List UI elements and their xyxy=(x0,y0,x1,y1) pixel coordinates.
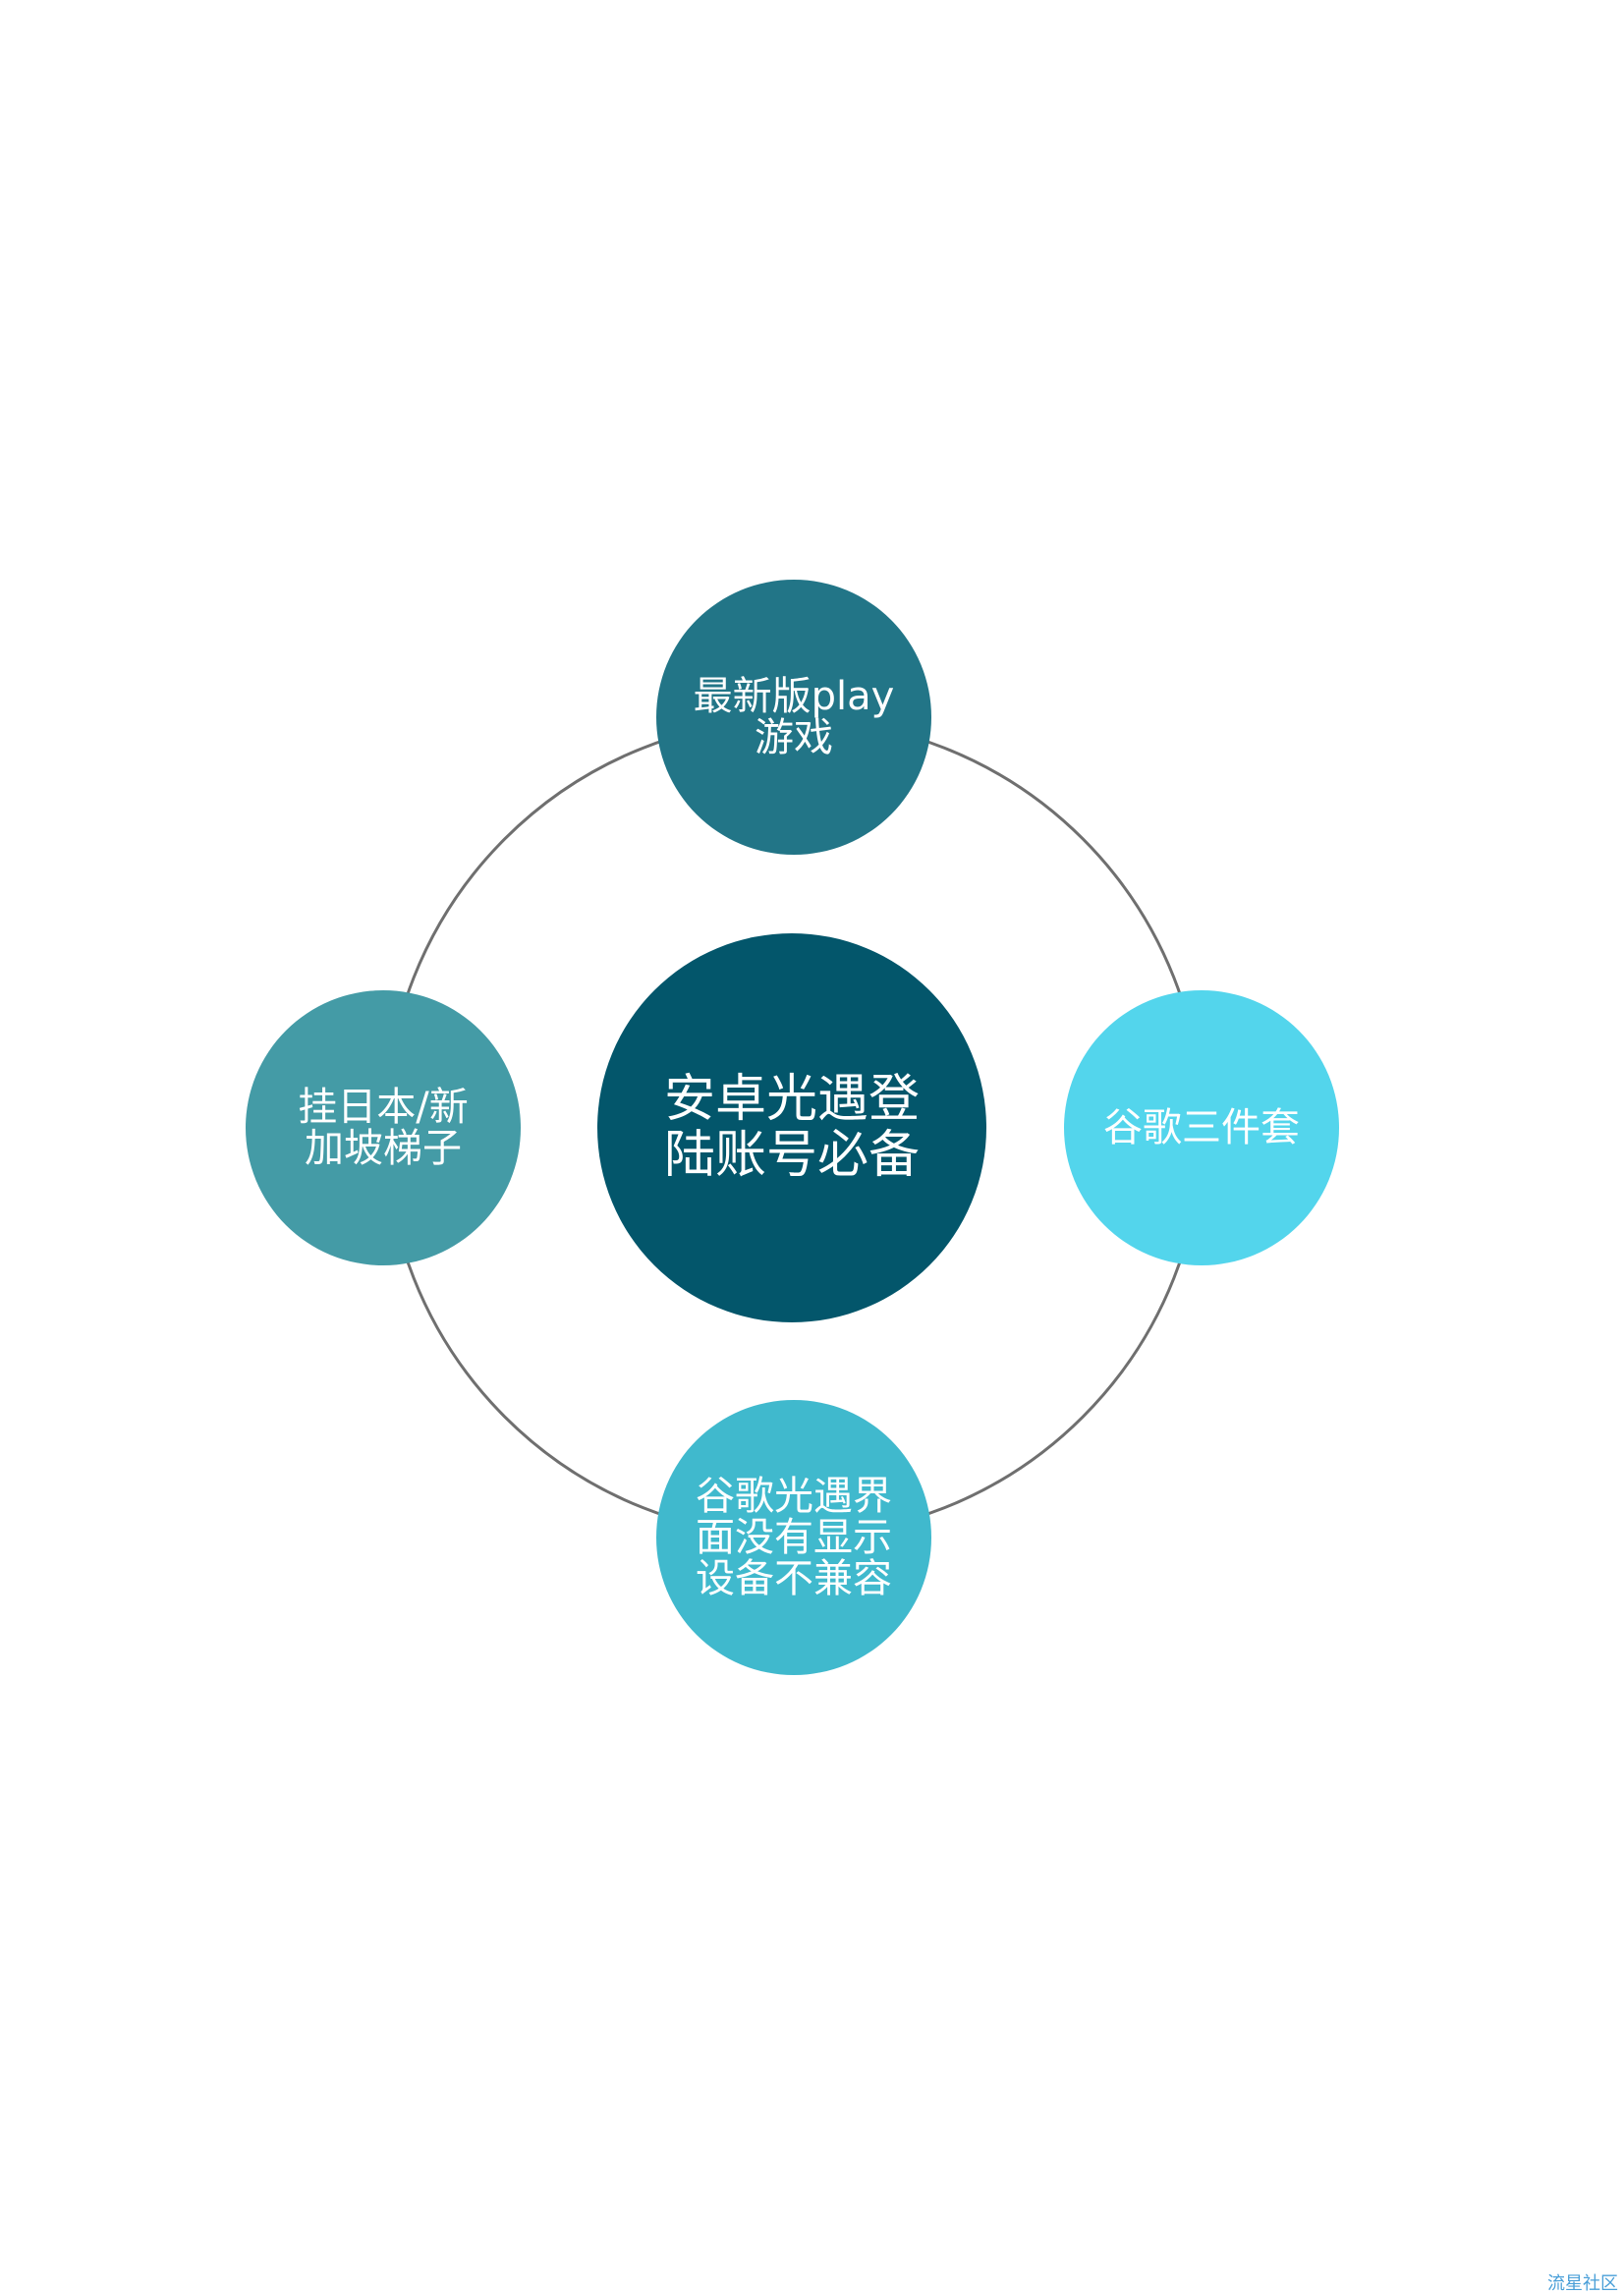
node-right: 谷歌三件套 xyxy=(1064,990,1339,1265)
node-left-label: 挂日本/新 加坡梯子 xyxy=(298,1085,469,1171)
node-top-label: 最新版play 游戏 xyxy=(693,674,895,760)
node-left: 挂日本/新 加坡梯子 xyxy=(246,990,521,1265)
center-node: 安卓光遇登 陆账号必备 xyxy=(597,933,986,1322)
watermark-text: 流星社区 xyxy=(1547,2273,1618,2294)
node-top: 最新版play 游戏 xyxy=(656,580,931,855)
node-bottom-label: 谷歌光遇界 面没有显示 设备不兼容 xyxy=(696,1474,892,1601)
center-node-label: 安卓光遇登 陆账号必备 xyxy=(663,1069,920,1185)
node-bottom: 谷歌光遇界 面没有显示 设备不兼容 xyxy=(656,1400,931,1675)
node-right-label: 谷歌三件套 xyxy=(1103,1105,1300,1150)
